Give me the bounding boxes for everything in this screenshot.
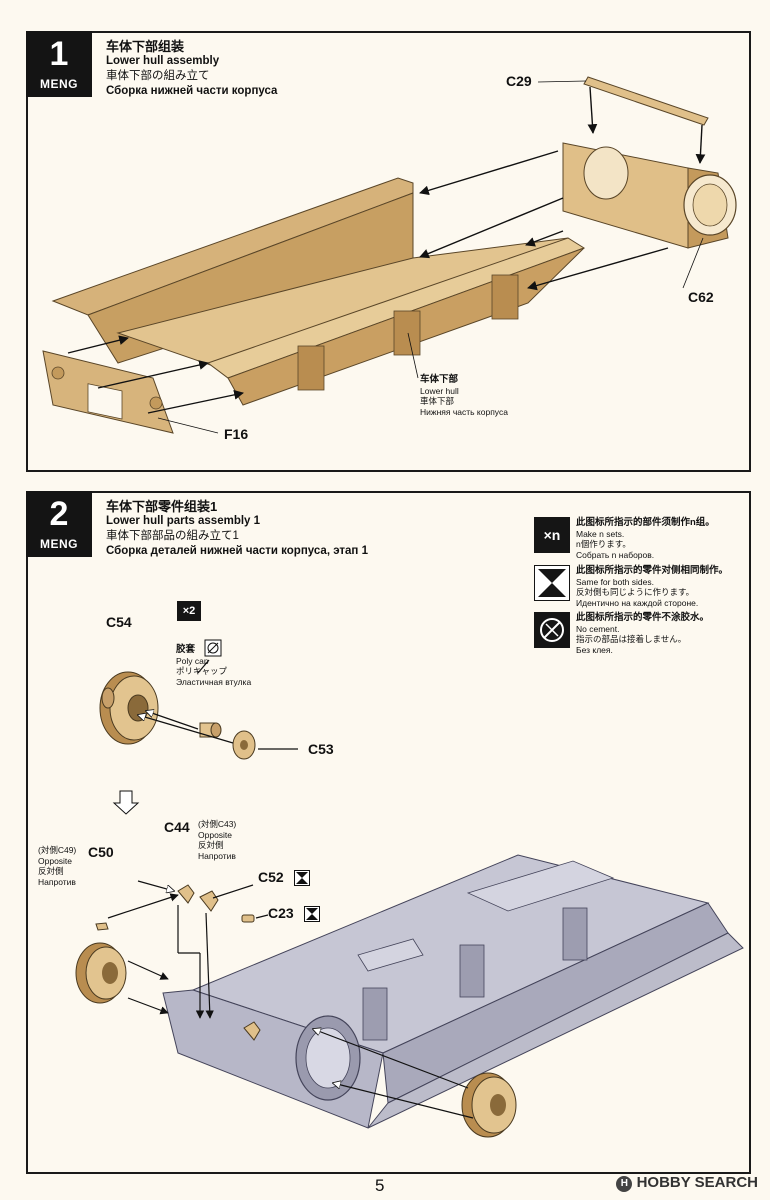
step-2-badge: 2 MENG	[26, 491, 92, 557]
hobby-search-watermark: H HOBBY SEARCH	[616, 1174, 758, 1192]
legend-same-both-sides-ru: Идентично на каждой стороне.	[576, 597, 699, 608]
legend-make-n-sets-jp: n個作ります。	[576, 539, 631, 549]
rear-plate-c62	[562, 142, 737, 249]
front-plate-f16	[42, 350, 174, 434]
polycap-note: 胶套 Poly cap ポリキャップ Эластичная втулка	[176, 644, 252, 687]
lower-left-hub	[75, 942, 127, 1004]
legend-same-both-sides-cn: 此图标所指示的零件对侧相同制作。	[576, 565, 729, 576]
legend-no-cement-jp: 指示の部品は接着しません。	[576, 634, 687, 644]
c50-opposite-en: Opposite	[38, 855, 73, 866]
small-parts-cluster	[95, 884, 261, 1041]
step-2-number: 2	[49, 495, 69, 533]
label-leader-lines	[157, 80, 704, 434]
c44-opposite-ru: Напротив	[198, 850, 236, 861]
hub-c54	[99, 671, 159, 745]
step-2-title: 车体下部零件组装1 Lower hull parts assembly 1 車体…	[106, 499, 368, 559]
step-1-badge: 1 MENG	[26, 31, 92, 97]
c44-opposite-en: Opposite	[198, 829, 233, 840]
legend-no-cement-text: 此图标所指示的零件不涂胶水。 No cement. 指示の部品は接着しません。 …	[576, 612, 766, 655]
label-c29: C29	[506, 73, 532, 89]
no-cement-icon	[534, 612, 570, 648]
legend-no-cement-en: No cement.	[576, 623, 620, 634]
make-n-sets-icon-text: ×n	[543, 527, 561, 543]
step-2-title-jp: 車体下部部品の組み立て1	[106, 530, 239, 542]
c44-opposite-note: (対側C43) Opposite 反対側 Напротив	[198, 819, 236, 861]
c52-same-both-sides-icon	[294, 870, 310, 886]
times-two-badge: ×2	[177, 601, 201, 621]
label-c54: C54	[106, 614, 132, 630]
c50-opposite-jp: 反対側	[38, 866, 64, 876]
legend-same-both-sides-en: Same for both sides.	[576, 576, 654, 587]
legend-make-n-sets-text: 此图标所指示的部件须制作n组。 Make n sets. n個作ります。 Соб…	[576, 517, 766, 560]
lower-hull-note-jp: 車体下部	[420, 396, 455, 406]
page-number: 5	[375, 1176, 385, 1195]
legend-make-n-sets-ru: Собрать n наборов.	[576, 549, 655, 560]
step-1-title-en: Lower hull assembly	[106, 55, 220, 67]
c23-same-both-sides-icon	[304, 906, 320, 922]
label-c44: C44	[164, 819, 190, 835]
grey-lower-hull	[162, 854, 744, 1129]
lower-hull-parts-illustration	[75, 639, 744, 1138]
step-2-title-ru: Сборка деталей нижней части корпуса, эта…	[106, 545, 368, 557]
c44-opposite-jp: 反対側	[198, 840, 224, 850]
same-both-sides-icon	[534, 565, 570, 601]
label-c62: C62	[688, 289, 714, 305]
washer-c53	[232, 730, 256, 760]
c50-opposite-ru: Напротив	[38, 876, 76, 887]
legend-same-both-sides-jp: 反対側も同じように作ります。	[576, 587, 695, 597]
lower-right-hub	[461, 1072, 517, 1138]
hobby-search-logo-icon: H	[616, 1176, 633, 1192]
bar-c29	[583, 76, 709, 126]
c44-opposite-ref: (対側C43)	[198, 819, 237, 829]
lower-hull-note-cn: 车体下部	[420, 374, 459, 385]
lower-hull-note-en: Lower hull	[420, 385, 459, 396]
label-c52: C52	[258, 869, 284, 885]
c50-opposite-ref: (対側C49)	[38, 845, 77, 855]
lower-hull-note: 车体下部 Lower hull 車体下部 Нижняя часть корпус…	[420, 374, 508, 417]
make-n-sets-icon: ×n	[534, 517, 570, 553]
meng-logo: MENG	[40, 77, 78, 91]
label-f16: F16	[224, 426, 249, 442]
legend-make-n-sets-en: Make n sets.	[576, 528, 625, 539]
step-1-title-ru: Сборка нижней части корпуса	[106, 85, 278, 97]
label-c50: C50	[88, 844, 114, 860]
legend-no-cement-ru: Без клея.	[576, 644, 613, 655]
step-2-title-en: Lower hull parts assembly 1	[106, 515, 261, 527]
step-1-number: 1	[49, 35, 69, 73]
polycap-no-cement-icon	[204, 639, 222, 657]
step2-top-arrows	[138, 659, 298, 750]
step-1-title-jp: 車体下部の組み立て	[106, 70, 210, 82]
label-c23: C23	[268, 905, 294, 921]
step2-bottom-arrows	[107, 880, 474, 1119]
label-c53: C53	[308, 741, 334, 757]
next-step-down-arrow	[112, 790, 140, 815]
c50-opposite-note: (対側C49) Opposite 反対側 Напротив	[38, 845, 76, 887]
polycap-note-jp: ポリキャップ	[176, 666, 228, 676]
step-1-panel: 1 MENG 车体下部组装 Lower hull assembly 車体下部の組…	[26, 31, 751, 472]
polycap-note-ru: Эластичная втулка	[176, 676, 252, 687]
step-1-title: 车体下部组装 Lower hull assembly 車体下部の組み立て Сбо…	[106, 39, 277, 99]
step-2-panel: 2 MENG 车体下部零件组装1 Lower hull parts assemb…	[26, 491, 751, 1174]
polycap-part	[199, 722, 222, 738]
polycap-note-en: Poly cap	[176, 655, 209, 666]
step-2-title-cn: 车体下部零件组装1	[106, 499, 218, 514]
lower-hull-note-ru: Нижняя часть корпуса	[420, 406, 508, 417]
watermark-text: HOBBY SEARCH	[636, 1174, 758, 1191]
assembly-arrows	[67, 86, 706, 414]
legend-make-n-sets-cn: 此图标所指示的部件须制作n组。	[576, 517, 715, 528]
legend-same-both-sides-text: 此图标所指示的零件对侧相同制作。 Same for both sides. 反対…	[576, 565, 766, 608]
legend-no-cement-cn: 此图标所指示的零件不涂胶水。	[576, 612, 710, 623]
no-cement-glyph	[540, 618, 564, 642]
same-both-sides-glyph	[538, 569, 566, 597]
lower-hull-assembly-illustration	[42, 76, 737, 434]
step-1-title-cn: 车体下部组装	[106, 39, 185, 54]
polycap-note-cn: 胶套	[176, 644, 196, 655]
meng-logo: MENG	[40, 537, 78, 551]
